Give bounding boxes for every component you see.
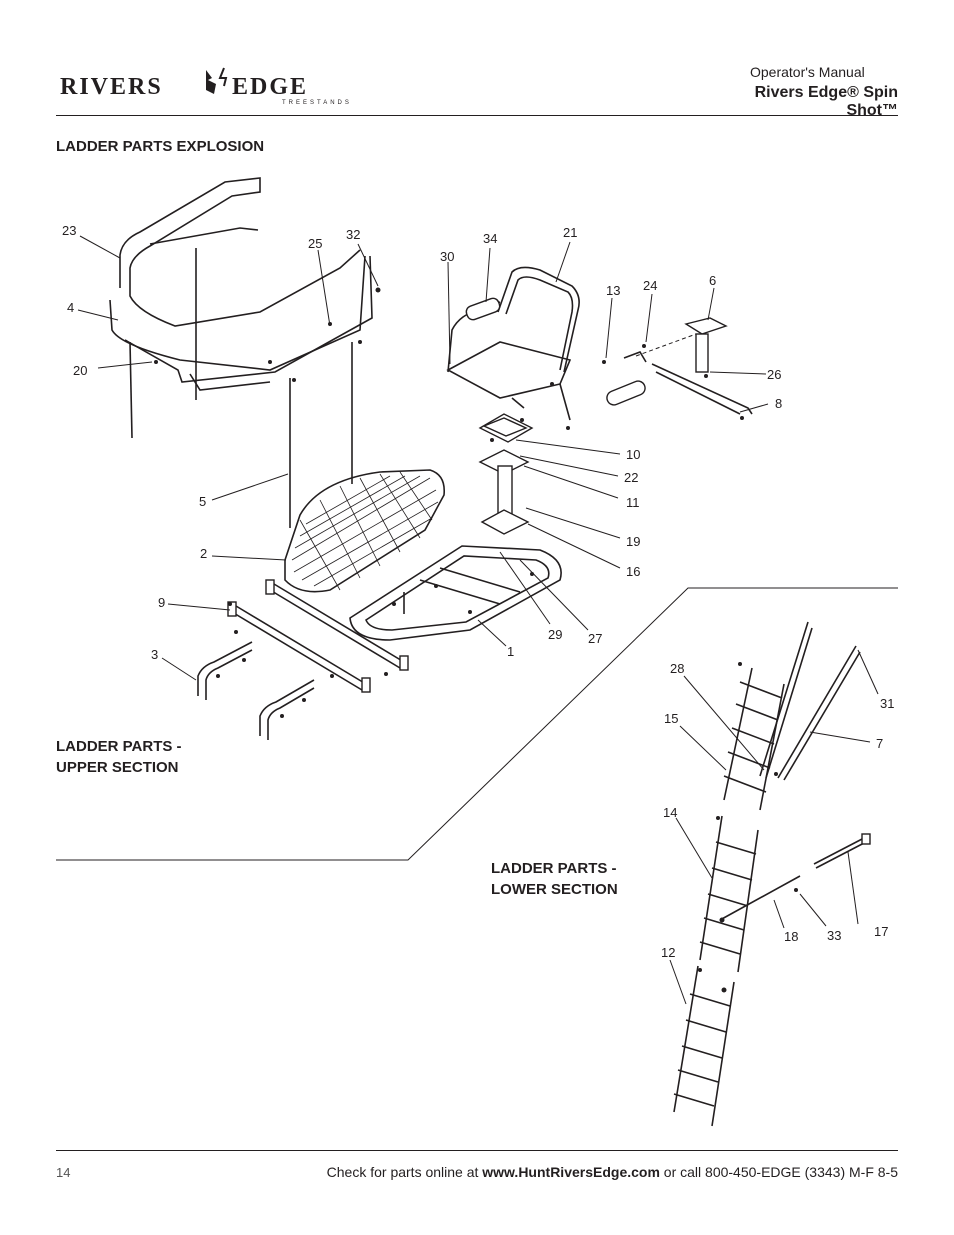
ladder-section-upper	[723, 667, 785, 811]
callout-2: 2	[200, 546, 207, 561]
callout-22: 22	[624, 470, 638, 485]
callout-11: 11	[626, 495, 640, 510]
callout-23: 23	[62, 223, 76, 238]
callout-labels: 23 4 20 5 2 9 3 25 32 30 34 21 13 24 6 2…	[62, 223, 894, 960]
footer-text: Check for parts online at www.HuntRivers…	[260, 1164, 898, 1180]
callout-33: 33	[827, 928, 841, 943]
callout-7: 7	[876, 736, 883, 751]
callout-26: 26	[767, 367, 781, 382]
section-divider	[56, 587, 898, 861]
lower-title-line2: LOWER SECTION	[491, 881, 618, 898]
callout-18: 18	[784, 929, 798, 944]
svg-text:EDGE: EDGE	[232, 74, 308, 100]
platform-frame	[349, 545, 562, 641]
hardware-bolts	[154, 287, 798, 993]
callout-6: 6	[709, 273, 716, 288]
rivers-edge-logo: RIVERS EDGE TREESTANDS	[60, 67, 352, 106]
callout-25: 25	[308, 236, 322, 251]
callout-1: 1	[507, 644, 514, 659]
callout-5: 5	[199, 494, 206, 509]
callout-8: 8	[775, 396, 782, 411]
foot-bracket	[606, 317, 753, 415]
callout-27: 27	[588, 631, 602, 646]
callout-20: 20	[73, 363, 87, 378]
callout-30: 30	[440, 249, 454, 264]
callout-32: 32	[346, 227, 360, 242]
callout-17: 17	[874, 924, 888, 939]
upper-section-title: LADDER PARTS - UPPER SECTION	[56, 736, 182, 778]
callout-12: 12	[661, 945, 675, 960]
ladder-brace	[813, 833, 871, 869]
lower-section-title: LADDER PARTS - LOWER SECTION	[491, 858, 618, 900]
callout-29: 29	[548, 627, 562, 642]
seat-assembly	[446, 266, 580, 421]
callout-16: 16	[626, 564, 640, 579]
callout-15: 15	[664, 711, 678, 726]
upper-title-line2: UPPER SECTION	[56, 759, 179, 776]
callout-10: 10	[626, 447, 640, 462]
footer-before: Check for parts online at	[326, 1164, 483, 1180]
callout-4: 4	[67, 300, 74, 315]
footer-after: or call 800-450-EDGE (3343) M-F 8-5	[659, 1164, 898, 1180]
callout-14: 14	[663, 805, 677, 820]
callout-19: 19	[626, 534, 640, 549]
svg-text:TREESTANDS: TREESTANDS	[282, 100, 352, 106]
brace-bar	[197, 579, 409, 740]
shooting-rail	[109, 177, 373, 528]
callout-28: 28	[670, 661, 684, 676]
callout-24: 24	[643, 278, 657, 293]
callout-3: 3	[151, 647, 158, 662]
svg-text:RIVERS: RIVERS	[60, 74, 163, 100]
footer-rule	[56, 1150, 898, 1151]
ladder-section-lower	[673, 965, 735, 1127]
header-rule	[56, 115, 898, 116]
footer-url-link[interactable]: www.HuntRiversEdge.com	[482, 1164, 660, 1180]
leader-lines	[77, 235, 879, 1005]
manual-label: Operator's Manual	[750, 64, 865, 80]
ladder-section-middle	[699, 815, 801, 973]
platform-mesh	[284, 469, 446, 593]
swivel-post	[478, 413, 534, 535]
lower-title-line1: LADDER PARTS -	[491, 860, 617, 877]
callout-9: 9	[158, 595, 165, 610]
callout-13: 13	[606, 283, 620, 298]
callout-21: 21	[563, 225, 577, 240]
stabilizer-bar	[759, 621, 861, 781]
product-name: Rivers Edge® Spin Shot™	[754, 84, 898, 119]
section-title: LADDER PARTS EXPLOSION	[56, 138, 265, 155]
upper-title-line1: LADDER PARTS -	[56, 738, 182, 755]
callout-34: 34	[483, 231, 497, 246]
page-number: 14	[56, 1165, 71, 1180]
callout-31: 31	[880, 696, 894, 711]
